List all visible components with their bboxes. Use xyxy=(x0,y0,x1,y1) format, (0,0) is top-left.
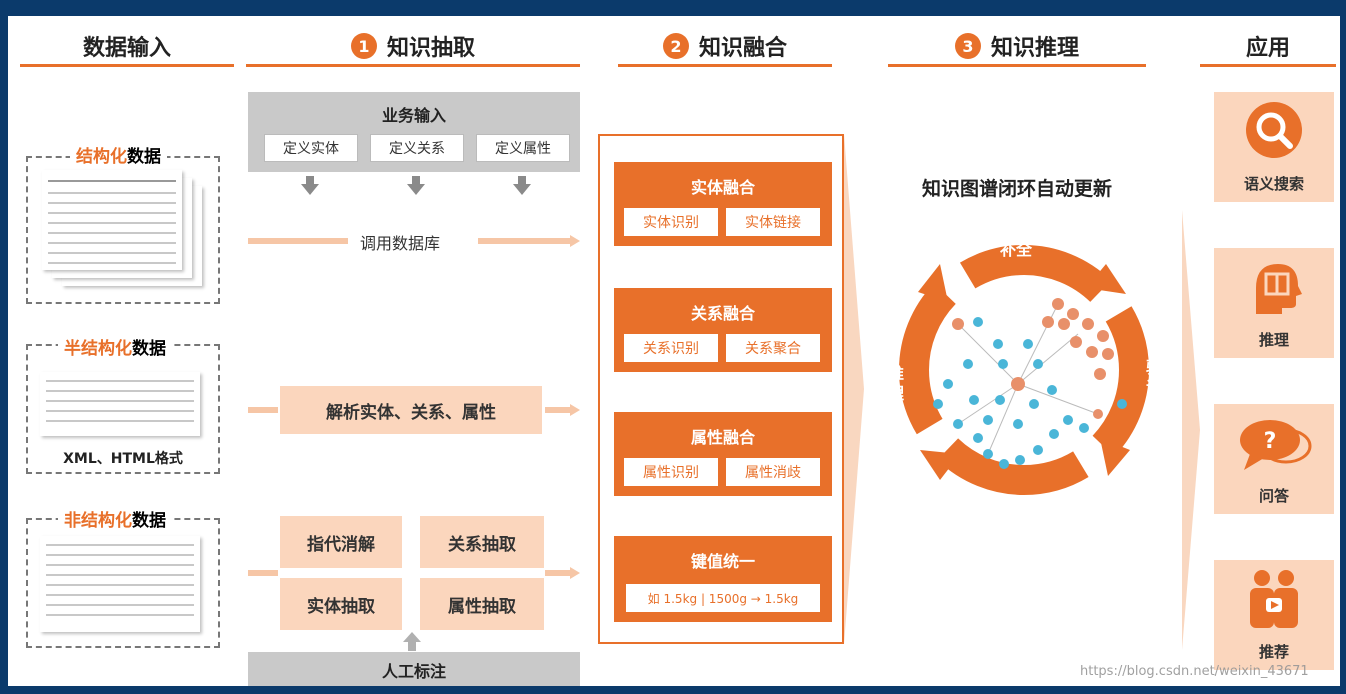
relation-fusion-box: 关系融合 关系识别 关系聚合 xyxy=(614,288,832,372)
parse-entities-box: 解析实体、关系、属性 xyxy=(280,386,542,434)
closed-loop-ring xyxy=(878,224,1170,516)
structured-data-title: 结构化数据 xyxy=(70,142,167,167)
down-arrow-icon xyxy=(306,176,314,184)
flow-line xyxy=(248,238,348,244)
text-document-image xyxy=(40,536,200,632)
attribute-recognition: 属性识别 xyxy=(624,458,718,486)
relation-fusion-title: 关系融合 xyxy=(614,300,832,324)
flow-line xyxy=(248,407,278,413)
key-value-unify-title: 键值统一 xyxy=(614,548,832,572)
manual-annotation-panel: 人工标注 xyxy=(248,652,580,686)
step-number: 2 xyxy=(663,33,689,59)
right-arrow-icon xyxy=(570,404,580,416)
column-underline xyxy=(246,64,580,67)
flow-line xyxy=(478,238,570,244)
down-arrow-icon xyxy=(412,176,420,184)
entity-fusion-box: 实体融合 实体识别 实体链接 xyxy=(614,162,832,246)
unstructured-data-title: 非结构化数据 xyxy=(58,506,172,531)
column-underline xyxy=(888,64,1146,67)
step-number: 3 xyxy=(955,33,981,59)
svg-text:?: ? xyxy=(1264,429,1277,454)
column-title-input: 数据输入 xyxy=(20,28,234,64)
app-label: 推理 xyxy=(1214,329,1334,350)
app-semantic-search: 语义搜索 xyxy=(1214,92,1334,202)
relation-recognition: 关系识别 xyxy=(624,334,718,362)
app-label: 语义搜索 xyxy=(1214,173,1334,194)
business-input-label: 业务输入 xyxy=(248,102,580,126)
watermark: https://blog.csdn.net/weixin_43671 xyxy=(1080,664,1309,679)
relation-extraction-box: 关系抽取 xyxy=(420,516,544,568)
semi-structured-data-title: 半结构化数据 xyxy=(58,334,172,359)
entity-extraction-box: 实体抽取 xyxy=(280,578,402,630)
unit-example: 如 1.5kg | 1500g → 1.5kg xyxy=(626,584,820,612)
relation-aggregation: 关系聚合 xyxy=(726,334,820,362)
entity-fusion-title: 实体融合 xyxy=(614,174,832,198)
search-icon xyxy=(1244,100,1304,160)
app-label: 问答 xyxy=(1214,485,1334,506)
attribute-extraction-box: 属性抽取 xyxy=(420,578,544,630)
flow-line xyxy=(248,570,278,576)
right-arrow-icon xyxy=(570,235,580,247)
reasoning-chevron xyxy=(1182,210,1200,650)
key-value-unify-box: 键值统一 如 1.5kg | 1500g → 1.5kg xyxy=(614,536,832,622)
column-underline xyxy=(20,64,234,67)
column-underline xyxy=(1200,64,1336,67)
define-attribute-box: 定义属性 xyxy=(476,134,570,162)
app-qa: ? 问答 xyxy=(1214,404,1334,514)
coreference-box: 指代消解 xyxy=(280,516,402,568)
table-document-image xyxy=(42,170,182,270)
head-puzzle-icon xyxy=(1246,258,1302,314)
app-label: 推荐 xyxy=(1214,641,1334,662)
column-underline xyxy=(618,64,832,67)
down-arrow-icon xyxy=(518,176,526,184)
manual-annotation-label: 人工标注 xyxy=(248,658,580,682)
flow-line xyxy=(545,570,571,576)
ring-label-update: 更新 xyxy=(1004,500,1036,524)
down-arrow-icon xyxy=(513,184,531,195)
define-relation-box: 定义关系 xyxy=(370,134,464,162)
fusion-chevron xyxy=(844,134,864,644)
step-number: 1 xyxy=(351,33,377,59)
down-arrow-icon xyxy=(407,184,425,195)
question-bubble-icon: ? xyxy=(1234,414,1314,474)
app-reasoning: 推理 xyxy=(1214,248,1334,358)
call-database-label: 调用数据库 xyxy=(360,230,440,254)
closed-loop-title: 知识图谱闭环自动更新 xyxy=(888,174,1146,201)
ring-label-reason: 推理 xyxy=(888,364,906,404)
attribute-fusion-title: 属性融合 xyxy=(614,424,832,448)
right-arrow-icon xyxy=(570,567,580,579)
up-arrow-icon xyxy=(408,641,416,651)
flow-line xyxy=(545,407,571,413)
ring-label-complete: 补全 xyxy=(1000,236,1032,260)
ring-label-verify: 验证 xyxy=(1146,358,1164,398)
entity-recognition: 实体识别 xyxy=(624,208,718,236)
app-recommend: 推荐 xyxy=(1214,560,1334,670)
down-arrow-icon xyxy=(301,184,319,195)
column-title-app: 应用 xyxy=(1200,28,1336,64)
markup-document-image xyxy=(40,372,200,436)
people-recommend-icon xyxy=(1244,568,1304,630)
entity-linking: 实体链接 xyxy=(726,208,820,236)
define-entity-box: 定义实体 xyxy=(264,134,358,162)
attribute-disambiguation: 属性消歧 xyxy=(726,458,820,486)
attribute-fusion-box: 属性融合 属性识别 属性消歧 xyxy=(614,412,832,496)
semi-structured-caption: XML、HTML格式 xyxy=(26,448,220,468)
